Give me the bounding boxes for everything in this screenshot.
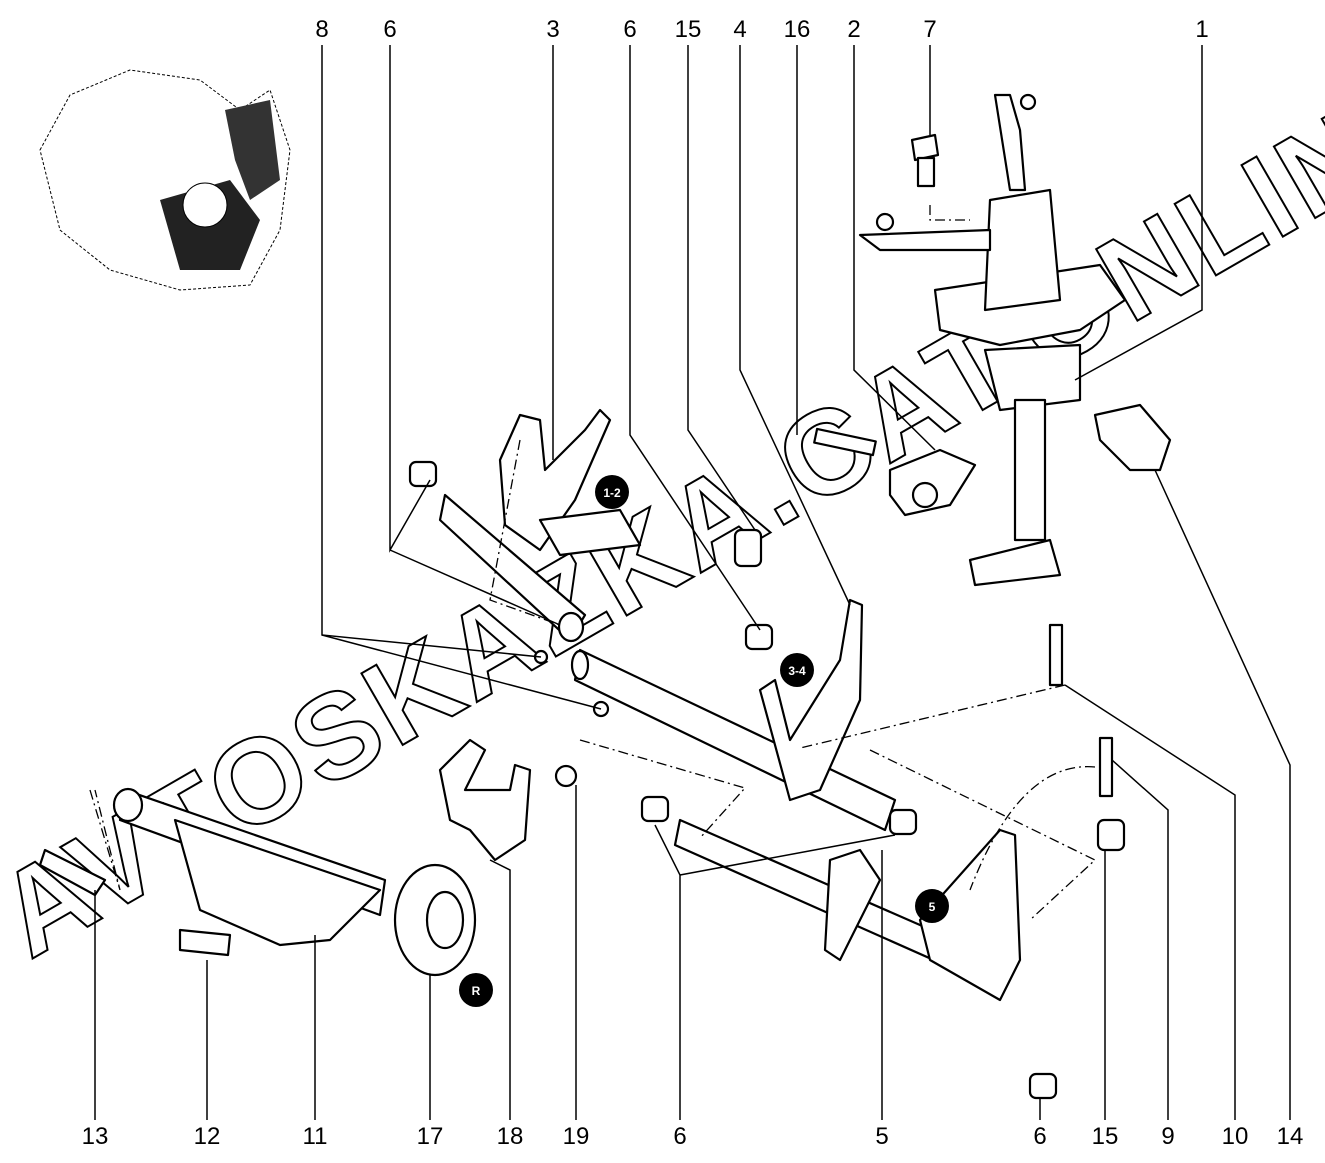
svg-text:R: R — [472, 984, 481, 998]
callout-16: 16 — [784, 16, 811, 43]
bolt-part-7 — [910, 133, 940, 188]
callout-13: 13 — [82, 1123, 109, 1150]
callout-6: 6 — [1033, 1123, 1046, 1150]
callout-5: 5 — [875, 1123, 888, 1150]
callout-6: 6 — [383, 16, 396, 43]
callout-10: 10 — [1222, 1123, 1249, 1150]
svg-text:3-4: 3-4 — [788, 664, 806, 678]
callout-15: 15 — [675, 16, 702, 43]
callout-1: 1 — [1195, 16, 1208, 43]
reverse-shaft-assembly — [38, 787, 387, 957]
gearshift-tower-part-1 — [858, 93, 1127, 587]
gear-badge-3-4: 3-4 — [780, 653, 814, 687]
callout-6: 6 — [673, 1123, 686, 1150]
small-bushings — [408, 460, 1126, 1100]
callout-2: 2 — [847, 16, 860, 43]
assembly-guide-lines — [89, 205, 1097, 921]
callout-14: 14 — [1277, 1123, 1304, 1150]
callouts-top: 8 6 3 6 15 4 16 2 7 1 — [315, 16, 1208, 43]
leader-lines — [94, 45, 1291, 1120]
callout-7: 7 — [923, 16, 936, 43]
callout-17: 17 — [417, 1123, 444, 1150]
svg-text:5: 5 — [929, 900, 936, 914]
callout-8: 8 — [315, 16, 328, 43]
callout-3: 3 — [546, 16, 559, 43]
gear-badge-5: 5 — [915, 889, 949, 923]
selector-shaft-5 — [673, 818, 1022, 1002]
callout-11: 11 — [303, 1123, 328, 1150]
callout-9: 9 — [1161, 1123, 1174, 1150]
callout-6: 6 — [623, 16, 636, 43]
selector-shaft-3-4 — [570, 598, 897, 832]
plug-part-14 — [1093, 403, 1172, 472]
gearbox-inset-thumbnail — [39, 69, 291, 291]
callouts-bottom: 13 12 11 17 18 19 6 5 6 15 9 10 14 — [82, 1123, 1304, 1150]
selector-shaft-1-2 — [438, 408, 642, 643]
interlock-part-2 — [888, 448, 977, 517]
callout-18: 18 — [497, 1123, 524, 1150]
callout-15: 15 — [1092, 1123, 1119, 1150]
screw-part-16 — [813, 427, 877, 457]
reverse-fork-part-18 — [438, 738, 532, 862]
callout-19: 19 — [563, 1123, 590, 1150]
callout-12: 12 — [194, 1123, 221, 1150]
gear-badge-1-2: 1-2 — [595, 475, 629, 509]
reverse-gear-part-17 — [393, 863, 477, 977]
svg-text:1-2: 1-2 — [603, 486, 621, 500]
gear-badge-r: R — [459, 973, 493, 1007]
callout-4: 4 — [733, 16, 746, 43]
